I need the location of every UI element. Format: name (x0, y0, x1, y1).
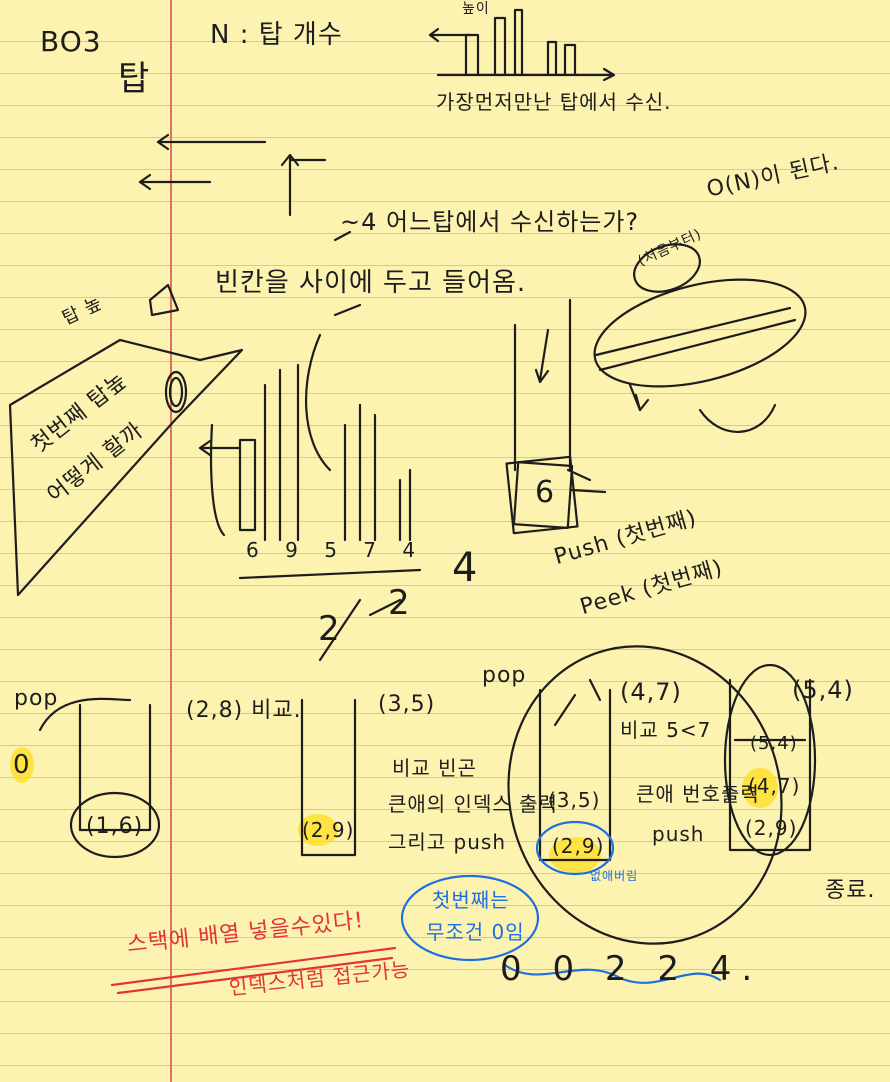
stack-mid-item: (2,9) (302, 818, 355, 842)
mid-stack-sketch (505, 298, 607, 535)
compare-2-line-3: 그리고 push (388, 830, 507, 854)
side-box (8, 283, 244, 597)
height-label: 높이 (462, 1, 490, 17)
highlight-stack-right (549, 837, 601, 873)
compare-2-line-2: 큰애의 인덱스 출력 (388, 792, 558, 816)
margin-line (170, 0, 172, 1082)
tower-height-4: 7 (363, 538, 378, 562)
bottom-stacks (38, 645, 817, 945)
stack-left-item: (1,6) (86, 814, 144, 839)
highlight-stack-mid (298, 814, 338, 846)
highlight-zero (10, 747, 34, 783)
compare-3-line-2: push (652, 822, 705, 846)
problem-id: BO3 (40, 25, 102, 58)
blue-notes-ink (400, 874, 722, 984)
stack-right-item-1: (3,5) (548, 788, 601, 812)
rule: 가장먼저만난 탑에서 수신. (436, 90, 672, 114)
answer-digit-3: 4 (452, 545, 479, 591)
tower-height-2: 9 (285, 538, 299, 562)
highlight-stack-far (742, 768, 778, 808)
output-zero: 0 (13, 750, 31, 780)
compare-3-pair: (4,7) (620, 678, 682, 706)
red-notes-ink (110, 946, 397, 995)
compare-3-text: 비교 5<7 (620, 718, 712, 742)
ops-left: pop (14, 686, 59, 711)
array-sketch (593, 243, 807, 433)
definition: N : 탑 개수 (210, 20, 343, 50)
end-note: 종료. (825, 878, 876, 903)
first-zero-note-2: 무조건 0임 (426, 920, 525, 944)
ops-mid: pop (482, 663, 527, 688)
final-answer: 0 0 2 2 4. (500, 949, 763, 989)
compare-3-line-1: 큰애 번호출력 (636, 782, 760, 806)
answer-digit-2: 2 (388, 583, 411, 623)
compare-4-pair: (5,4) (792, 676, 854, 704)
answer-digit-1: 2 (318, 609, 341, 649)
signal-hint: ~4 어느탑에서 수신하는가? (340, 208, 640, 236)
box-value: 6 (535, 475, 556, 510)
compare-2-line-1: 비교 빈곤 (392, 756, 477, 780)
empty-space-note: 빈칸을 사이에 두고 들어옴. (215, 268, 527, 298)
tower-heights: 6 9 5 7 4 (246, 540, 416, 560)
stack-far-item-2: (4,7) (748, 774, 801, 798)
tower-height-3: 5 (324, 538, 338, 562)
compare-2-pair: (3,5) (378, 692, 436, 717)
problem-title: 탑 (118, 59, 151, 99)
remove-note: 없애버림 (590, 869, 639, 883)
tower-height-1: 6 (246, 538, 260, 562)
tower-sketch (198, 303, 422, 662)
signal-arrows (138, 133, 352, 242)
stack-far-item-1: (5,4) (750, 733, 798, 754)
compare-1: (2,8) 비교. (186, 698, 302, 723)
first-zero-note-1: 첫번째는 (432, 888, 510, 912)
height-chart (428, 8, 616, 82)
stack-right-item-2: (2,9) (552, 834, 605, 858)
stack-far-item-3: (2,9) (745, 816, 798, 840)
tower-height-5: 4 (402, 538, 417, 562)
